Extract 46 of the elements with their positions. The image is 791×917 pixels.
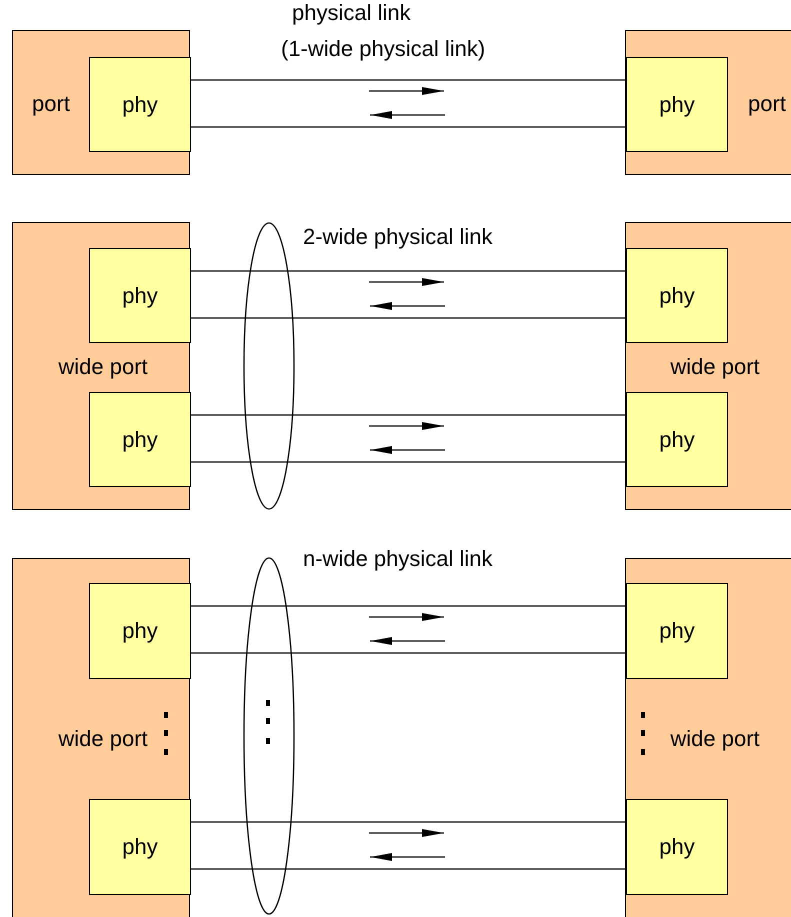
phy-label: phy [659, 284, 695, 306]
port-label: port [748, 93, 786, 115]
phy-box [626, 248, 728, 343]
phy-box [626, 57, 728, 152]
link-label: physical link [292, 2, 411, 24]
link-label: 2-wide physical link [303, 226, 493, 248]
port-label: wide port [670, 356, 760, 378]
phy-box [89, 799, 191, 895]
phy-label: phy [122, 284, 158, 306]
phy-box [89, 583, 191, 679]
phy-box [89, 57, 191, 152]
link-line [190, 821, 625, 823]
port-label: wide port [670, 728, 760, 750]
link-line [190, 461, 625, 463]
link-line [190, 317, 625, 319]
phy-box [626, 392, 728, 487]
link-line [190, 270, 625, 272]
phy-box [626, 799, 728, 895]
phy-label: phy [659, 94, 695, 116]
phy-label: phy [122, 836, 158, 858]
link-line [190, 414, 625, 416]
port-label: wide port [58, 728, 148, 750]
link-label: (1-wide physical link) [281, 38, 486, 60]
port-box [12, 30, 190, 175]
port-label: wide port [58, 356, 148, 378]
port-box [625, 558, 791, 917]
link-line [190, 126, 625, 128]
phy-label: phy [122, 428, 158, 450]
link-line [190, 868, 625, 870]
link-line [190, 652, 625, 654]
port-label: port [32, 93, 70, 115]
phy-label: phy [659, 428, 695, 450]
phy-box [89, 392, 191, 487]
port-box [625, 222, 791, 510]
phy-label: phy [122, 94, 158, 116]
link-line [190, 79, 625, 81]
link-line [190, 605, 625, 607]
phy-box [626, 583, 728, 679]
port-box [12, 558, 190, 917]
phy-label: phy [659, 620, 695, 642]
phy-label: phy [659, 836, 695, 858]
phy-box [89, 248, 191, 343]
port-box [625, 30, 791, 175]
phy-label: phy [122, 620, 158, 642]
port-box [12, 222, 190, 510]
link-label: n-wide physical link [303, 548, 493, 570]
